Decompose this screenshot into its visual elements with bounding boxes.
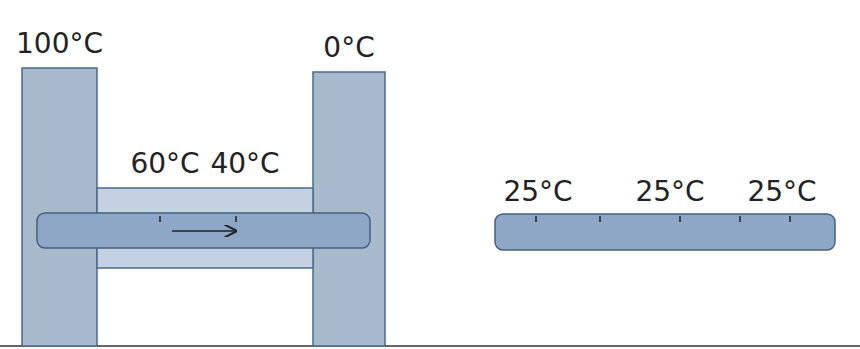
temperature-label: 40°C	[210, 149, 279, 180]
tick-mark	[679, 216, 681, 222]
temperature-label: 100°C	[16, 29, 103, 60]
tick-marks	[536, 216, 790, 222]
ground-line	[0, 345, 860, 347]
tick-mark	[535, 216, 537, 222]
tick-mark	[599, 216, 601, 222]
temperature-label: 25°C	[635, 177, 704, 208]
conducting-rod	[37, 213, 370, 248]
temperature-label: 25°C	[747, 177, 816, 208]
reservoir-block: 0°C	[313, 72, 385, 346]
temperature-label: 0°C	[323, 33, 374, 64]
temperature-label: 25°C	[503, 177, 572, 208]
equilibrium-rod	[495, 214, 835, 250]
temperature-label: 60°C	[130, 149, 199, 180]
heat-flow-arrow	[172, 230, 236, 232]
tick-mark	[159, 216, 161, 222]
hot-reservoir	[22, 68, 97, 346]
cold-reservoir	[313, 72, 385, 346]
tick-mark	[739, 216, 741, 222]
tick-mark	[235, 216, 237, 222]
tick-mark	[789, 216, 791, 222]
reservoir-block: 100°C	[22, 68, 97, 346]
